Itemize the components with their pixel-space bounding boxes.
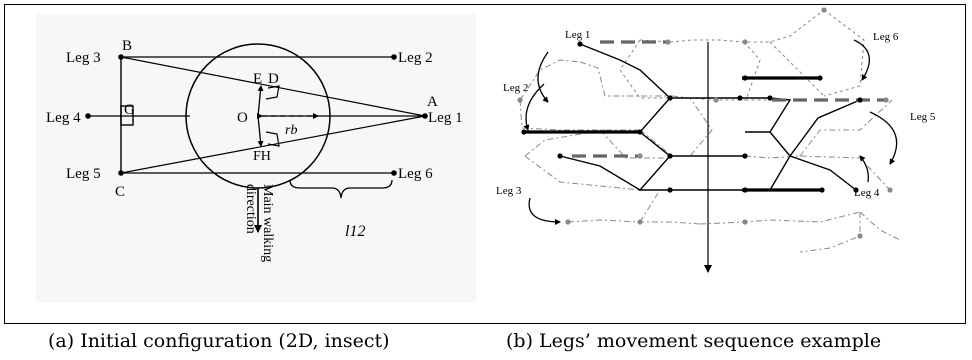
right-angle-h: [265, 131, 280, 147]
label-direction-2: direction: [243, 184, 258, 234]
b-stance-legs: [524, 76, 822, 192]
caption-b: (b) Legs’ movement sequence example: [506, 330, 882, 352]
label-g: G: [124, 102, 135, 118]
b-current-structure: [559, 43, 861, 191]
point-leg4: [85, 113, 91, 119]
label-l12: l12: [345, 223, 365, 240]
b-motion-arrows: [523, 39, 898, 225]
panel-a-bg: [36, 14, 476, 302]
label-b: B: [122, 38, 132, 54]
label-leg1: Leg 1: [428, 110, 463, 126]
label-e: E: [253, 71, 262, 87]
b-joints-grey: [517, 7, 893, 239]
label-leg5: Leg 5: [66, 166, 101, 182]
right-angle-g: [120, 105, 134, 126]
figure-frame: [4, 4, 966, 324]
b-label-leg6: Leg 6: [873, 31, 899, 43]
point-leg2: [391, 54, 397, 60]
b-label-leg4: Leg 4: [854, 187, 880, 199]
label-o: O: [237, 110, 248, 126]
b-swing-legs: [572, 40, 886, 158]
point-a: [422, 113, 428, 119]
b-label-leg2: Leg 2: [503, 82, 528, 94]
label-direction-1: Main walking: [260, 184, 275, 262]
b-mid-structure: [519, 59, 893, 191]
arrow-of: [257, 115, 264, 147]
point-b: [118, 54, 124, 60]
label-fh: FH: [253, 149, 271, 164]
caption-a: (a) Initial configuration (2D, insect): [48, 330, 390, 352]
label-d: D: [268, 71, 279, 87]
b-joints: [521, 41, 863, 193]
label-leg4: Leg 4: [46, 110, 81, 126]
label-rb: rb: [285, 123, 297, 138]
label-leg6: Leg 6: [398, 166, 433, 182]
label-leg2: Leg 2: [398, 50, 433, 66]
point-c: [118, 170, 124, 176]
label-a: A: [427, 94, 438, 110]
label-leg3: Leg 3: [66, 50, 101, 66]
b-lower-structure: [524, 129, 901, 253]
b-label-leg5: Leg 5: [910, 111, 936, 123]
arrow-oe: [257, 85, 264, 117]
panel-b: Leg 1 Leg 6 Leg 2 Leg 5 Leg 3 Leg 4: [496, 7, 936, 273]
right-angle-d: [265, 85, 280, 100]
b-next-structure: [619, 9, 865, 101]
b-label-leg1: Leg 1: [565, 29, 590, 41]
label-c: C: [115, 184, 125, 200]
point-leg6: [391, 170, 397, 176]
l12-brace: [289, 179, 393, 199]
b-label-leg3: Leg 3: [496, 185, 522, 197]
panel-a: Leg 3 B Leg 2 Leg 4 G Leg 5 C Leg 6 A Le…: [36, 14, 476, 302]
